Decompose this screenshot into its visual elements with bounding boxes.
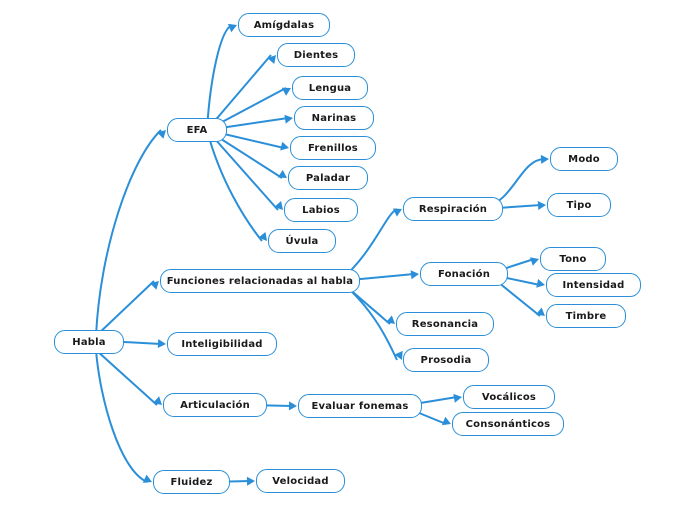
connector-habla-efa (95, 129, 162, 337)
arrowhead-habla-funciones (150, 281, 159, 290)
node-inteligibilidad[interactable]: Inteligibilidad (167, 332, 277, 356)
node-resonancia[interactable]: Resonancia (396, 312, 494, 336)
arrowhead-habla-articulacion (153, 396, 162, 405)
node-timbre[interactable]: Timbre (546, 304, 626, 328)
node-labios[interactable]: Labios (284, 198, 358, 222)
node-narinas[interactable]: Narinas (294, 106, 374, 130)
node-tipo[interactable]: Tipo (547, 193, 611, 217)
arrowhead-fonacion-intensidad (536, 278, 545, 288)
node-modo[interactable]: Modo (550, 147, 618, 171)
node-evaluar-fonemas[interactable]: Evaluar fonemas (298, 394, 422, 418)
node-amigdalas[interactable]: Amígdalas (238, 13, 330, 37)
node-tono[interactable]: Tono (540, 247, 606, 271)
node-fluidez[interactable]: Fluidez (153, 470, 230, 494)
node-habla[interactable]: Habla (54, 330, 124, 354)
node-uvula[interactable]: Úvula (268, 229, 336, 253)
node-consonanticos[interactable]: Consonánticos (452, 412, 564, 436)
arrowhead-efa-frenillos (280, 141, 289, 151)
arrowhead-funciones-resonancia (386, 315, 395, 324)
node-lengua[interactable]: Lengua (292, 76, 368, 100)
node-funciones-habla[interactable]: Funciones relacionadas al habla (160, 269, 360, 293)
arrowhead-evaluar-consonanticos (441, 416, 451, 426)
node-vocalicos[interactable]: Vocálicos (463, 385, 555, 409)
arrowhead-efa-uvula (258, 231, 267, 241)
arrowhead-respiracion-modo (540, 154, 549, 164)
arrowhead-efa-narinas (284, 114, 293, 124)
connector-habla-inteligibilidad (123, 341, 162, 345)
arrowhead-habla-fluidez (142, 474, 152, 483)
arrowhead-habla-inteligibilidad (157, 339, 166, 349)
node-intensidad[interactable]: Intensidad (546, 273, 641, 297)
arrowhead-fluidez-velocidad (246, 476, 255, 486)
node-efa[interactable]: EFA (167, 118, 227, 142)
node-fonacion[interactable]: Fonación (420, 262, 508, 286)
arrowhead-habla-efa (157, 130, 166, 139)
node-paladar[interactable]: Paladar (288, 166, 368, 190)
arrowhead-funciones-prosodia (394, 350, 403, 360)
node-dientes[interactable]: Dientes (277, 43, 355, 67)
arrowhead-efa-dientes (267, 55, 276, 65)
connector-efa-uvula (206, 129, 263, 242)
arrowhead-articulacion-evaluar (288, 401, 297, 411)
connector-efa-dientes (206, 54, 272, 131)
arrowhead-fonacion-timbre (535, 307, 545, 316)
connector-efa-amigdalas (206, 24, 233, 131)
node-velocidad[interactable]: Velocidad (256, 469, 345, 493)
node-articulacion[interactable]: Articulación (163, 393, 267, 417)
arrowhead-funciones-fonacion (410, 270, 419, 280)
node-prosodia[interactable]: Prosodia (403, 348, 489, 372)
connector-habla-articulacion (95, 349, 158, 406)
connector-habla-fluidez (95, 349, 148, 483)
arrowhead-respiracion-tipo (537, 201, 546, 211)
arrowhead-evaluar-vocalicos (453, 393, 462, 403)
arrowhead-efa-lengua (281, 87, 291, 96)
arrowhead-efa-paladar (277, 169, 287, 178)
connector-habla-funciones (95, 280, 155, 337)
node-frenillos[interactable]: Frenillos (290, 136, 376, 160)
node-respiracion[interactable]: Respiración (403, 197, 503, 221)
arrowhead-efa-labios (274, 201, 283, 210)
arrowhead-fonacion-tono (529, 257, 539, 266)
arrowhead-funciones-respiracion (392, 208, 402, 217)
connector-efa-labios (206, 129, 279, 211)
arrowhead-efa-amigdalas (227, 23, 237, 33)
